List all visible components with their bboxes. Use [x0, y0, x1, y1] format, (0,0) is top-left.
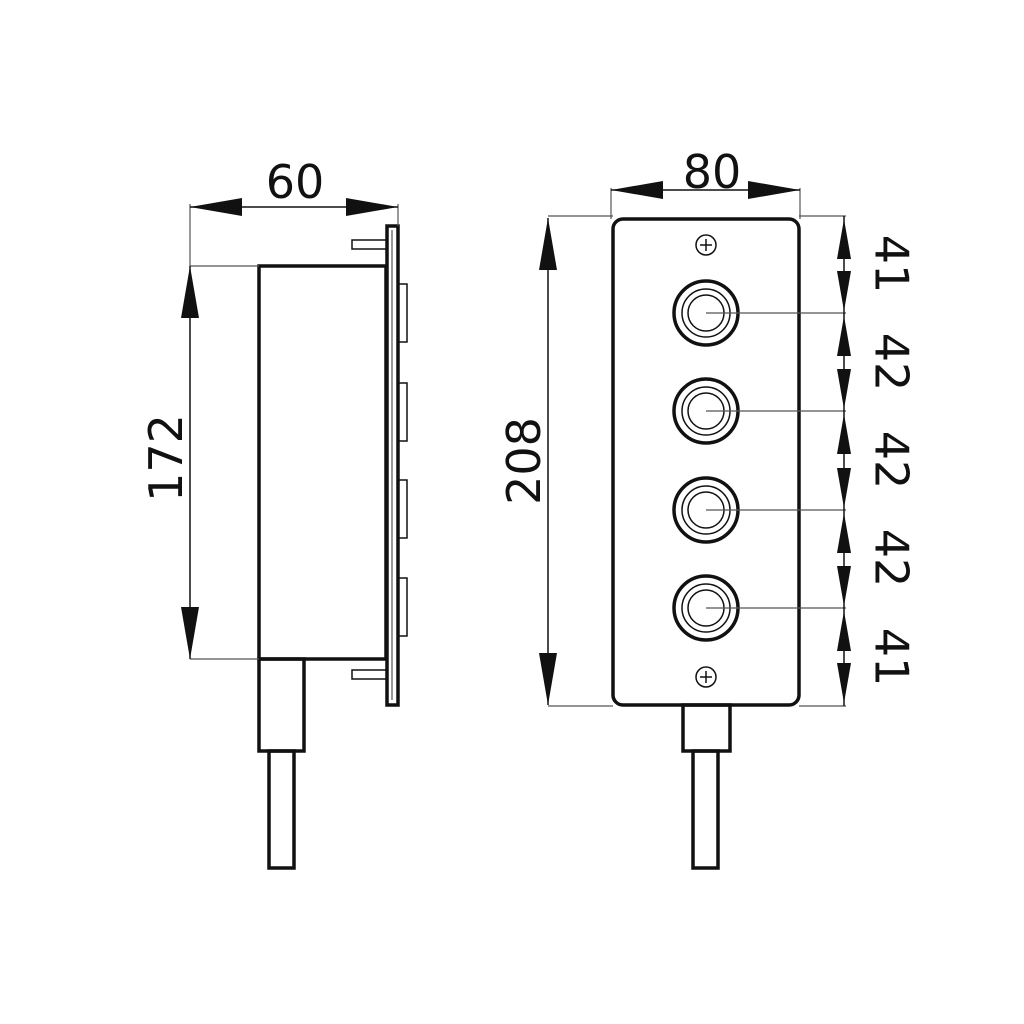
- front-screw-bottom: [695, 666, 717, 688]
- front-screw-top: [695, 234, 717, 256]
- side-mounting-plate: [385, 224, 400, 707]
- side-housing: [257, 264, 388, 661]
- side-cable: [267, 749, 296, 870]
- spacing-label-3: 42: [865, 431, 919, 490]
- spacing-label-4: 42: [865, 529, 919, 588]
- front-width-label: 80: [683, 145, 742, 199]
- front-push-buttons: [672, 279, 740, 642]
- side-view: 60 172: [139, 155, 408, 870]
- side-height-label: 172: [139, 414, 193, 502]
- side-screw-top: [351, 239, 388, 250]
- side-height-dimension: 172: [139, 265, 259, 660]
- spacing-label-2: 42: [865, 333, 919, 392]
- front-height-label: 208: [497, 417, 551, 505]
- front-width-dimension: 80: [610, 145, 801, 219]
- front-cable: [691, 749, 720, 870]
- side-button-profiles: [397, 283, 408, 637]
- front-view: 80 208: [497, 145, 919, 870]
- spacing-label-5: 41: [865, 628, 919, 687]
- side-width-dimension: 60: [189, 155, 399, 266]
- side-screw-bottom: [351, 669, 388, 680]
- spacing-label-1: 41: [865, 235, 919, 294]
- side-cable-gland: [257, 657, 306, 753]
- front-spacing-dimensions: 41 42 42 42 41: [706, 215, 919, 707]
- front-height-dimension: 208: [497, 215, 613, 707]
- front-cable-gland: [681, 703, 732, 753]
- side-width-label: 60: [266, 155, 325, 209]
